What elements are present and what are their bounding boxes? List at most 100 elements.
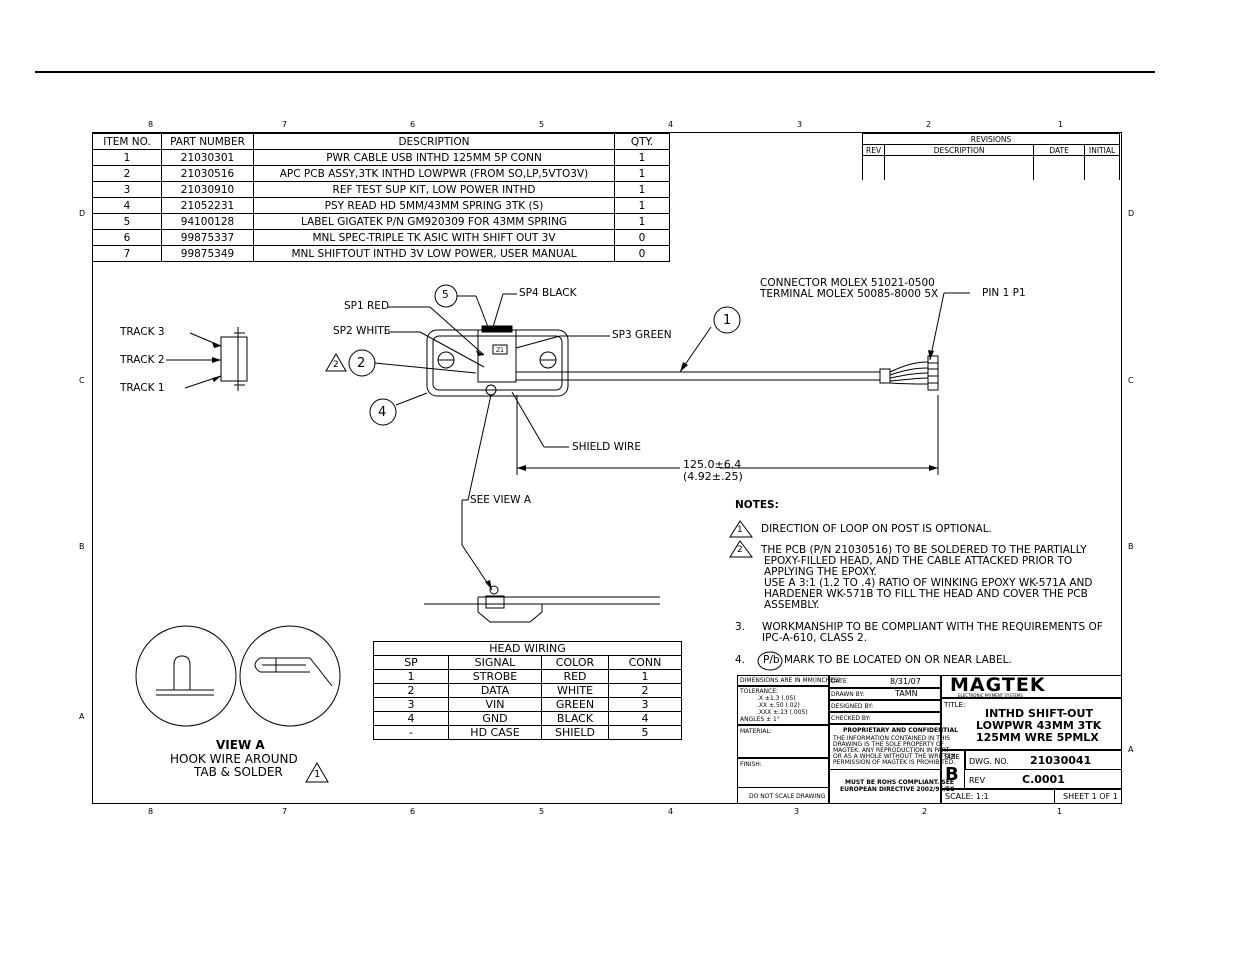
hw-cell: GREEN xyxy=(541,697,609,712)
note-2-line-5: HARDENER WK-571B TO FILL THE HEAD AND CO… xyxy=(764,588,1088,600)
rev-header-rev: REV xyxy=(861,144,886,156)
note-3-line-2: IPC-A-610, CLASS 2. xyxy=(762,632,868,644)
hw-cell: GND xyxy=(448,711,542,726)
zone-row-b-left: B xyxy=(79,542,85,551)
notes-title: NOTES: xyxy=(735,499,779,511)
tb-rev-label: REV xyxy=(969,776,986,785)
tb-proprietary-3: MAGTEK. ANY REPRODUCTION IN PART xyxy=(833,747,950,754)
tb-rohs-1: MUST BE ROHS COMPLIANT. SEE xyxy=(845,779,954,786)
zone-col-3-bottom: 3 xyxy=(794,807,800,816)
note-2-line-2: EPOXY-FILLED HEAD, AND THE CABLE ATTACKE… xyxy=(764,555,1073,567)
tb-title-label: TITLE: xyxy=(944,701,966,709)
tb-proprietary-5: PERMISSION OF MAGTEK IS PROHIBITED. xyxy=(833,759,956,766)
magtek-logo: MAGTEK xyxy=(950,674,1046,696)
see-view-a-label: SEE VIEW A xyxy=(470,494,532,506)
rev-header-desc: DESCRIPTION xyxy=(884,144,1035,156)
tb-dwg-label: DWG. NO. xyxy=(969,757,1009,766)
note-1: DIRECTION OF LOOP ON POST IS OPTIONAL. xyxy=(761,523,992,535)
hw-header-color: COLOR xyxy=(541,655,609,670)
note-triangle-2 xyxy=(325,353,347,372)
sp4-label: SP4 BLACK xyxy=(519,287,577,299)
dimension-mm: 125.0±6.4 xyxy=(683,458,742,471)
note-4-mark: P/b xyxy=(763,654,780,666)
bom-cell: 0 xyxy=(614,245,670,262)
tb-drawn: TAMN xyxy=(895,689,918,698)
tb-proprietary-4: OR AS A WHOLE WITHOUT THE WRITTEN xyxy=(833,753,956,760)
hw-cell: 5 xyxy=(608,725,682,740)
tb-date-label: DATE xyxy=(831,678,847,685)
bom-cell: REF TEST SUP KIT, LOW POWER INTHD xyxy=(253,181,615,198)
zone-col-1-bottom: 1 xyxy=(1057,807,1063,816)
note-triangle-2-number: 2 xyxy=(333,360,339,370)
hw-cell: VIN xyxy=(448,697,542,712)
molex-connector xyxy=(927,355,939,391)
hw-cell: 1 xyxy=(608,669,682,684)
rev-header-date: DATE xyxy=(1033,144,1086,156)
zone-col-2-top: 2 xyxy=(926,120,932,129)
hw-cell: 1 xyxy=(373,669,449,684)
hw-cell: 4 xyxy=(608,711,682,726)
note-2-line-4: USE A 3:1 (1.2 TO .4) RATIO OF WINKING E… xyxy=(764,577,1093,589)
zone-row-c-left: C xyxy=(79,376,85,385)
balloon-2 xyxy=(348,349,376,377)
tb-rev: C.0001 xyxy=(1022,773,1065,786)
magtek-tagline: ELECTRONIC PAYMENT SYSTEMS xyxy=(958,693,1023,698)
hw-cell: DATA xyxy=(448,683,542,698)
tb-size: B xyxy=(945,764,959,785)
tb-title-2: LOWPWR 43MM 3TK xyxy=(976,719,1102,732)
hw-cell: 2 xyxy=(608,683,682,698)
balloon-5-number: 5 xyxy=(442,289,449,301)
tb-dim-units: DIMENSIONS ARE IN MM(INCHES) xyxy=(740,677,841,684)
track1-label: TRACK 1 xyxy=(120,382,165,394)
view-a-title: VIEW A xyxy=(216,738,265,752)
note-triangle-1 xyxy=(305,762,329,783)
tb-proprietary-title: PROPRIETARY AND CONFIDENTIAL xyxy=(843,727,958,734)
zone-row-b-right: B xyxy=(1128,542,1134,551)
hw-header-conn: CONN xyxy=(608,655,682,670)
zone-col-8-bottom: 8 xyxy=(148,807,154,816)
tb-tol-1: .X ±1.3 (.05) xyxy=(757,695,796,702)
bom-cell: 21052231 xyxy=(161,197,254,214)
bom-cell: 1 xyxy=(614,165,670,182)
balloon-2-number: 2 xyxy=(357,356,366,371)
note-3-line-1: WORKMANSHIP TO BE COMPLIANT WITH THE REQ… xyxy=(762,621,1103,633)
bom-header-part: PART NUMBER xyxy=(161,133,254,150)
header-rule xyxy=(35,71,1155,73)
shield-wire-label: SHIELD WIRE xyxy=(572,441,641,453)
note-2-number: 2 xyxy=(737,545,743,555)
detail-view-a-right xyxy=(239,625,341,727)
zone-row-a-right: A xyxy=(1128,745,1134,754)
rev-header-initial: INITIAL xyxy=(1084,144,1121,156)
tb-rohs-2: EUROPEAN DIRECTIVE 2002/95/EC xyxy=(840,786,955,793)
revisions-table: REVISIONS REV DESCRIPTION DATE INITIAL xyxy=(861,133,1121,180)
tb-material: MATERIAL: xyxy=(740,728,772,735)
tb-proprietary-1: THE INFORMATION CONTAINED IN THIS xyxy=(833,735,951,742)
hw-cell: BLACK xyxy=(541,711,609,726)
tb-tolerance: TOLERANCE: xyxy=(740,688,779,695)
bom-cell: MNL SHIFTOUT INTHD 3V LOW POWER, USER MA… xyxy=(253,245,615,262)
sp2-label: SP2 WHITE xyxy=(333,325,391,337)
hw-cell: WHITE xyxy=(541,683,609,698)
note-2-line-6: ASSEMBLY. xyxy=(764,599,820,611)
balloon-4-number: 4 xyxy=(378,405,387,420)
zone-col-5-top: 5 xyxy=(539,120,545,129)
tb-dwg-number: 21030041 xyxy=(1030,754,1092,767)
zone-col-1-top: 1 xyxy=(1058,120,1064,129)
note-2-line-1: THE PCB (P/N 21030516) TO BE SOLDERED TO… xyxy=(761,544,1087,556)
tb-scale: SCALE: 1:1 xyxy=(945,792,989,801)
tb-do-not-scale: DO NOT SCALE DRAWING xyxy=(749,793,826,800)
pcb-mark-text: Z1 xyxy=(496,347,504,354)
zone-col-7-top: 7 xyxy=(282,120,288,129)
note-2-line-3: APPLYING THE EPOXY. xyxy=(764,566,877,578)
zone-row-a-left: A xyxy=(79,712,85,721)
